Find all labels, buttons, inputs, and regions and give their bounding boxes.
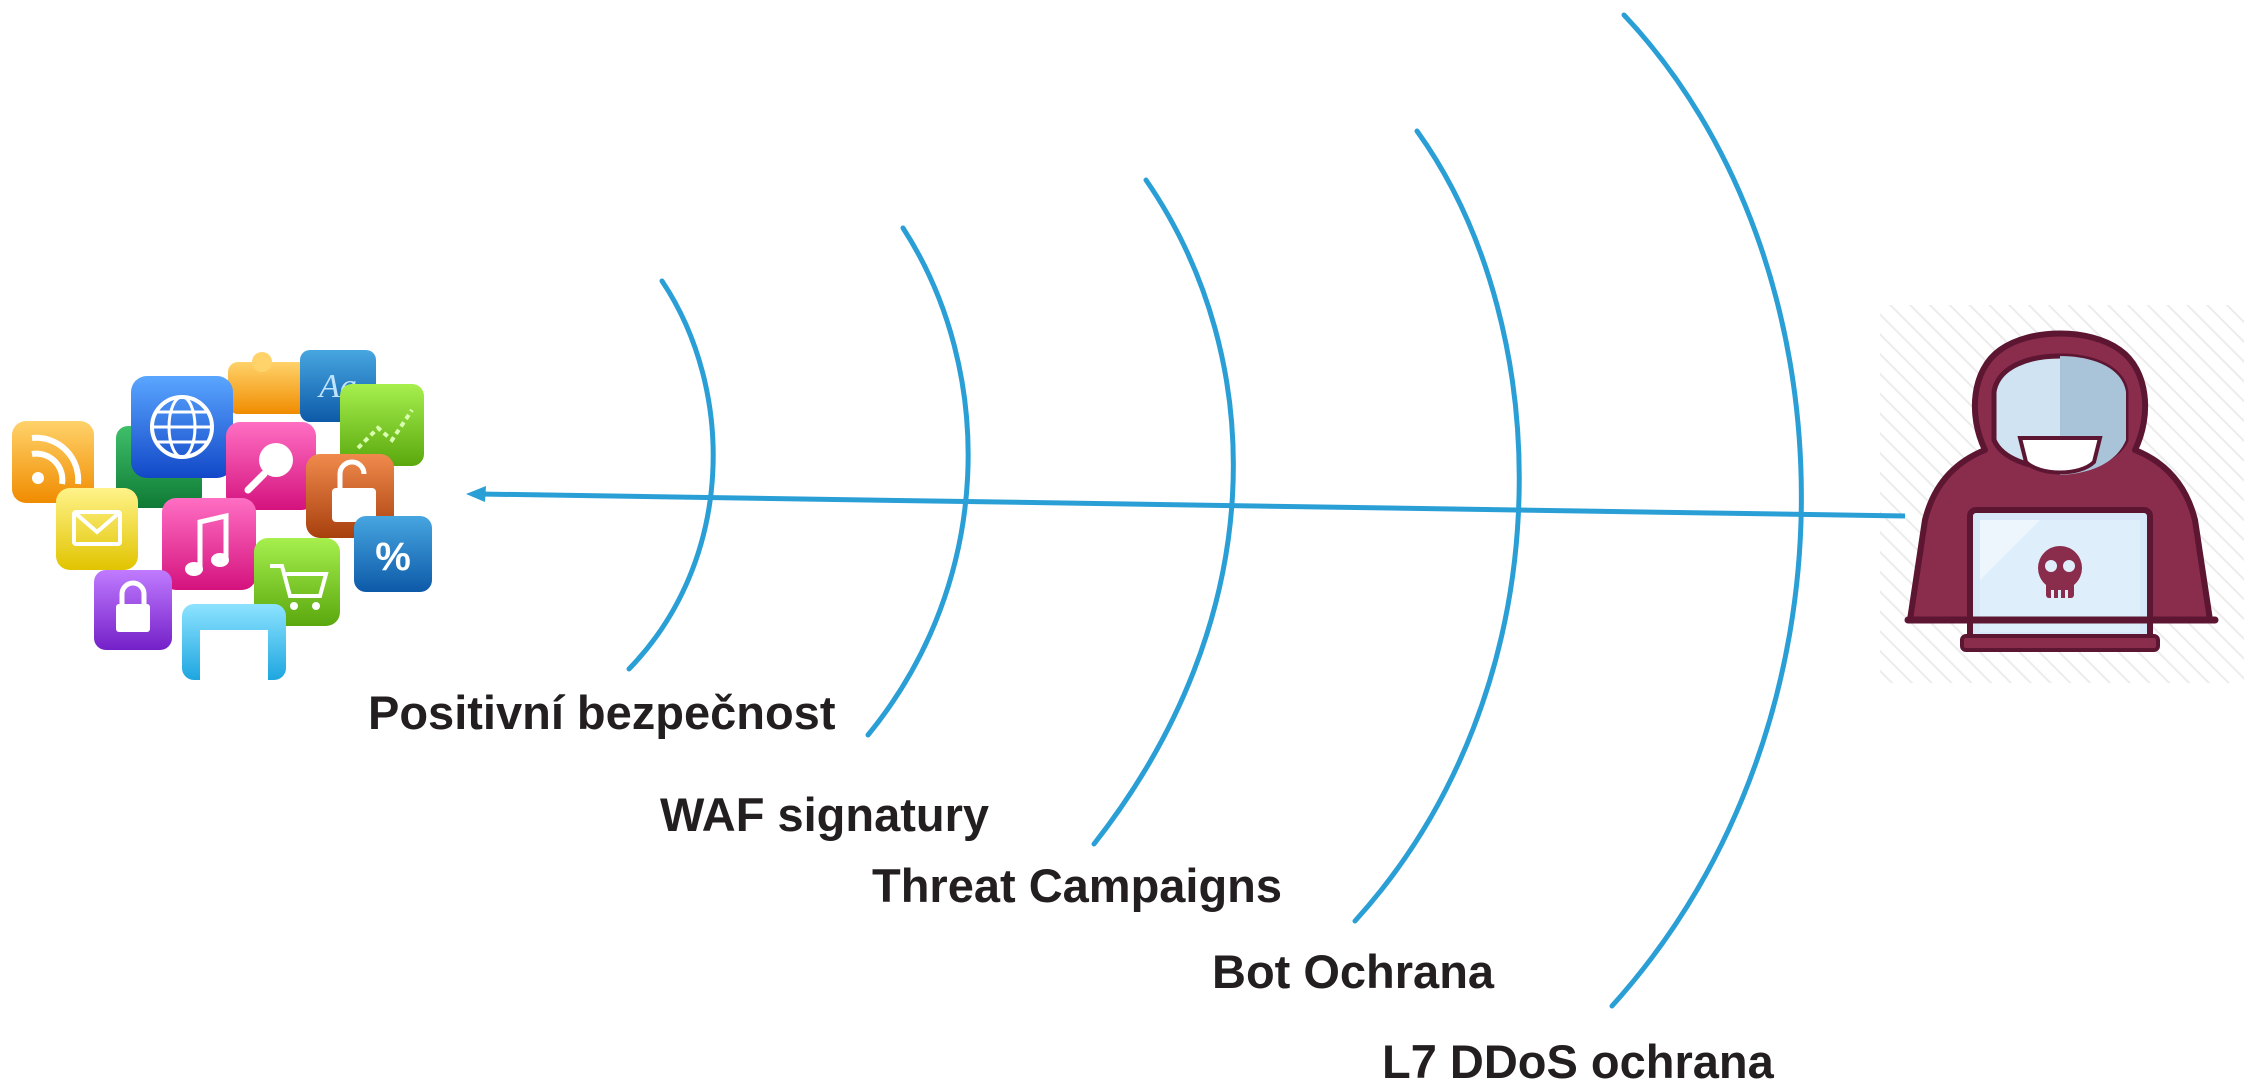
- arc-threat-campaigns: [1091, 177, 1236, 847]
- hooded-hacker-laptop-icon: [1904, 330, 2219, 652]
- lock-icon: [94, 570, 172, 650]
- attack-arrow: [466, 486, 1906, 519]
- layer-label-waf-signatury: WAF signatury: [660, 788, 990, 841]
- search-icon: [226, 422, 316, 510]
- rss-icon: [12, 421, 94, 503]
- arc-waf-signatury: [865, 225, 971, 738]
- arc-positivni-bezpecnost: [626, 278, 716, 672]
- arc-l7-ddos-ochrana: [1609, 12, 1804, 1009]
- layer-label-bot-ochrana: Bot Ochrana: [1212, 945, 1495, 998]
- arc-bot-ochrana: [1352, 128, 1522, 924]
- applications-cluster: Aa: [12, 350, 432, 680]
- tablet-icon: [182, 604, 286, 680]
- music-icon: [162, 498, 256, 590]
- mail-icon: [56, 488, 138, 570]
- skull-icon: [2038, 546, 2082, 598]
- puzzle-icon: [228, 352, 314, 414]
- layer-label-threat-campaigns: Threat Campaigns: [872, 859, 1283, 912]
- percent-icon: %: [354, 516, 432, 592]
- graph-icon: [340, 384, 424, 466]
- svg-text:%: %: [375, 535, 411, 579]
- globe-icon: [131, 376, 233, 478]
- layer-label-l7-ddos-ochrana: L7 DDoS ochrana: [1382, 1035, 1774, 1088]
- layer-label-positivni-bezpecnost: Positivní bezpečnost: [368, 686, 836, 739]
- cart-icon: [254, 538, 340, 626]
